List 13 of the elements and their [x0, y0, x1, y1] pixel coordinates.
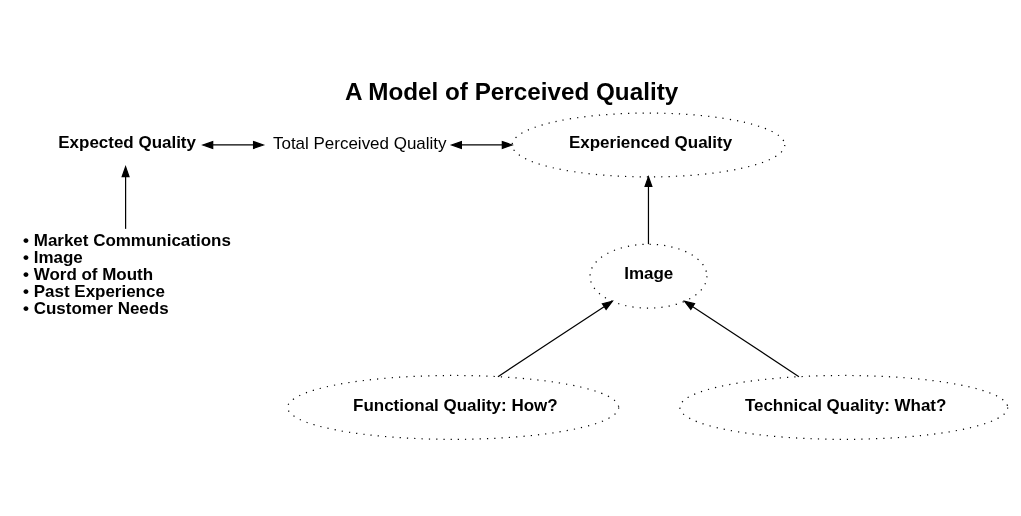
- arrow: [683, 300, 800, 378]
- node-ellipse: Functional Quality: How?: [287, 374, 620, 440]
- node-text: • Market Communications • Image • Word of Mouth • Past Experience • Customer Needs: [23, 231, 231, 319]
- node-text: Total Perceived Quality: [273, 134, 447, 154]
- arrow: [497, 300, 614, 378]
- arrow: [449, 140, 514, 150]
- diagram-title: A Model of Perceived Quality: [344, 77, 679, 105]
- node-text: Expected Quality: [58, 133, 196, 153]
- arrow: [644, 174, 653, 245]
- node-ellipse: Experienced Quality: [511, 112, 786, 178]
- node-ellipse: Technical Quality: What?: [679, 374, 1009, 440]
- arrow: [121, 165, 130, 230]
- arrow: [201, 140, 266, 150]
